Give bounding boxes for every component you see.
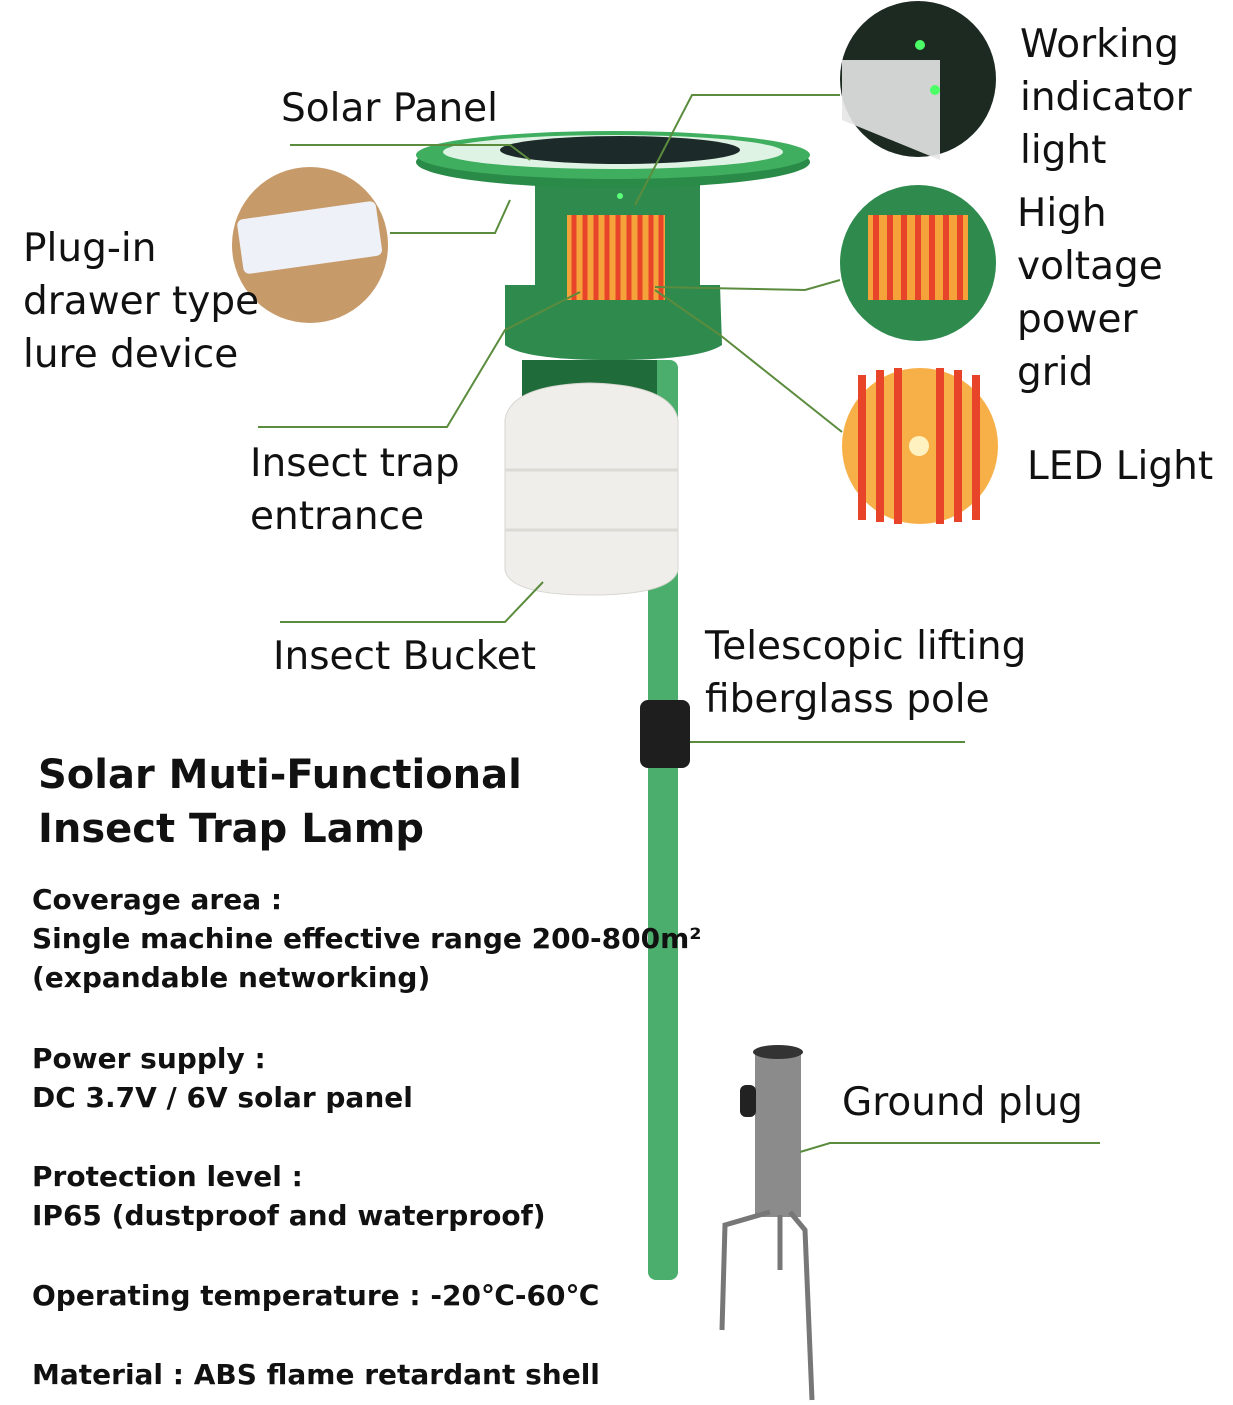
high-voltage-grid: [567, 215, 665, 300]
spec-label: Coverage area :: [32, 883, 283, 916]
led-light-closeup: [842, 368, 998, 524]
label-insect-bucket: Insect Bucket: [273, 634, 537, 679]
label-led-light: LED Light: [1027, 444, 1214, 489]
high-voltage-grid-closeup: [840, 185, 996, 341]
spec-power: Power supply : DC 3.7V / 6V solar panel: [32, 1039, 413, 1117]
lure-drawer-closeup: [232, 167, 388, 323]
spec-temperature: Operating temperature : -20℃-60℃: [32, 1276, 599, 1315]
trap-collar: [505, 285, 722, 360]
label-ground-plug: Ground plug: [842, 1080, 1083, 1125]
pole-connector: [640, 700, 690, 768]
label-insect-trap-entrance: Insect trap entrance: [250, 441, 460, 539]
label-telescopic-pole: Telescopic lifting fiberglass pole: [705, 624, 1027, 722]
spec-label: Power supply :: [32, 1042, 266, 1075]
label-plug-in-drawer: Plug-in drawer type lure device: [23, 226, 260, 377]
insect-bucket: [504, 360, 679, 596]
spec-material: Material : ABS flame retardant shell: [32, 1355, 600, 1394]
working-indicator-closeup: [840, 1, 996, 160]
label-high-voltage: High voltage power grid: [1017, 191, 1163, 395]
spec-label: Material :: [32, 1358, 184, 1391]
leader-lines: [258, 94, 1100, 1153]
spec-label: Operating temperature :: [32, 1279, 421, 1312]
title-line-2: Insect Trap Lamp: [38, 806, 425, 852]
label-working-indicator: Working indicator light: [1020, 22, 1192, 173]
product-title: Solar Muti-Functional Insect Trap Lamp: [38, 748, 522, 856]
spec-value: IP65 (dustproof and waterproof): [32, 1199, 546, 1232]
label-solar-panel: Solar Panel: [281, 86, 498, 131]
spec-value: -20℃-60℃: [430, 1279, 600, 1312]
spec-value: ABS flame retardant shell: [193, 1358, 600, 1391]
spec-protection: Protection level : IP65 (dustproof and w…: [32, 1157, 546, 1235]
spec-value: Single machine effective range 200-800m²…: [32, 922, 702, 994]
spec-coverage: Coverage area : Single machine effective…: [32, 880, 702, 997]
spec-label: Protection level :: [32, 1160, 303, 1193]
title-line-1: Solar Muti-Functional: [38, 752, 522, 798]
ground-plug: [719, 1045, 815, 1401]
fiberglass-pole: [648, 360, 678, 1280]
spec-value: DC 3.7V / 6V solar panel: [32, 1081, 413, 1114]
